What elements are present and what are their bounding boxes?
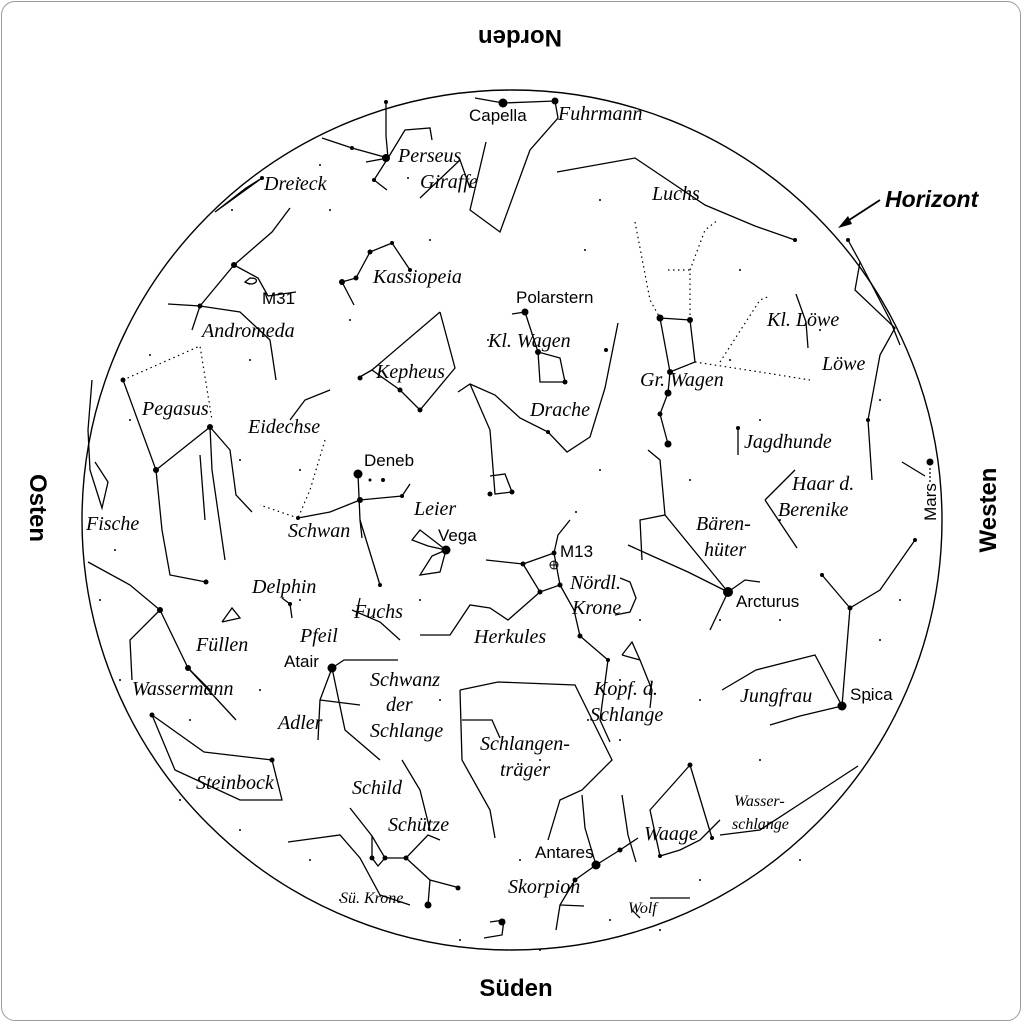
label-baerenhueter-2: hüter	[704, 539, 746, 561]
label-noerdl-krone-2: Krone	[571, 597, 621, 619]
label-wasserschlange-1: Wasser-	[734, 793, 785, 810]
label-baerenhueter-1: Bären-	[696, 513, 751, 535]
label-fuchs: Fuchs	[353, 601, 403, 623]
label-haar-2: Berenike	[778, 499, 848, 521]
star-dots	[120, 97, 917, 926]
label-dreieck: Dreieck	[263, 173, 328, 195]
direction-west: Westen	[975, 468, 1002, 553]
label-m13: M13	[560, 542, 593, 561]
label-m31: M31	[262, 289, 295, 308]
label-schwanz-3: Schlange	[370, 720, 443, 742]
direction-south: Süden	[479, 975, 552, 1002]
direction-north: Norden	[478, 24, 562, 51]
label-steinbock: Steinbock	[196, 772, 275, 794]
faint-stars	[99, 164, 901, 951]
label-schlangentraeger-1: Schlangen-	[480, 733, 570, 755]
horizon-arrow-icon	[838, 199, 881, 228]
mars-marker	[926, 458, 934, 482]
label-fuhrmann: Fuhrmann	[557, 103, 642, 125]
label-leier: Leier	[413, 498, 456, 520]
label-kopf-1: Kopf. d.	[593, 678, 658, 700]
label-pegasus: Pegasus	[141, 398, 209, 420]
label-antares: Antares	[535, 843, 594, 862]
label-schwanz-2: der	[386, 694, 413, 716]
label-andromeda: Andromeda	[200, 320, 295, 342]
label-kl-wagen: Kl. Wagen	[487, 330, 571, 352]
label-schlangentraeger-2: träger	[500, 759, 550, 781]
direction-east: Osten	[24, 474, 51, 542]
label-waage: Waage	[644, 823, 698, 845]
star-labels: Capella Polarstern Deneb Vega M13 M31 Ar…	[262, 106, 893, 862]
label-schwanz-1: Schwanz	[370, 669, 440, 691]
label-haar-1: Haar d.	[791, 473, 854, 495]
label-arcturus: Arcturus	[736, 592, 799, 611]
label-kepheus: Kepheus	[375, 361, 445, 383]
label-wasserschlange-2: schlange	[732, 816, 789, 833]
label-atair: Atair	[284, 652, 319, 671]
label-wolf: Wolf	[628, 900, 659, 917]
label-polaris: Polarstern	[516, 288, 593, 307]
label-herkules: Herkules	[473, 626, 546, 648]
label-giraffe: Giraffe	[420, 171, 478, 193]
label-schwan: Schwan	[288, 520, 350, 542]
label-pfeil: Pfeil	[299, 625, 338, 647]
label-kl-loewe: Kl. Löwe	[766, 309, 839, 331]
label-wassermann: Wassermann	[132, 678, 234, 700]
label-schuetze: Schütze	[388, 814, 449, 836]
label-eidechse: Eidechse	[247, 416, 320, 438]
label-vega: Vega	[438, 526, 477, 545]
label-spica: Spica	[850, 685, 893, 704]
label-adler: Adler	[276, 712, 323, 734]
constellation-labels: Fuhrmann Perseus Giraffe Dreieck Luchs K…	[85, 103, 865, 917]
label-kassiopeia: Kassiopeia	[372, 266, 462, 288]
label-schild: Schild	[352, 777, 403, 799]
constellation-lines	[87, 97, 926, 939]
label-fische: Fische	[85, 513, 139, 535]
label-capella: Capella	[469, 106, 527, 125]
label-luchs: Luchs	[651, 183, 700, 205]
label-delphin: Delphin	[251, 576, 316, 598]
planet-mars: Mars	[921, 483, 940, 521]
label-perseus: Perseus	[397, 145, 462, 167]
label-deneb: Deneb	[364, 451, 414, 470]
label-gr-wagen: Gr. Wagen	[640, 369, 724, 391]
label-jagdhunde: Jagdhunde	[744, 431, 832, 453]
label-fuellen: Füllen	[195, 634, 248, 656]
horizon-label: Horizont	[885, 186, 980, 212]
label-sued-krone: Sü. Krone	[340, 890, 403, 907]
label-jungfrau: Jungfrau	[740, 685, 812, 707]
label-skorpion: Skorpion	[508, 876, 580, 898]
label-loewe: Löwe	[821, 353, 865, 375]
label-noerdl-krone-1: Nördl.	[569, 572, 621, 594]
label-drache: Drache	[529, 399, 590, 421]
label-kopf-2: Schlange	[590, 704, 663, 726]
horizon-circle	[81, 89, 943, 951]
